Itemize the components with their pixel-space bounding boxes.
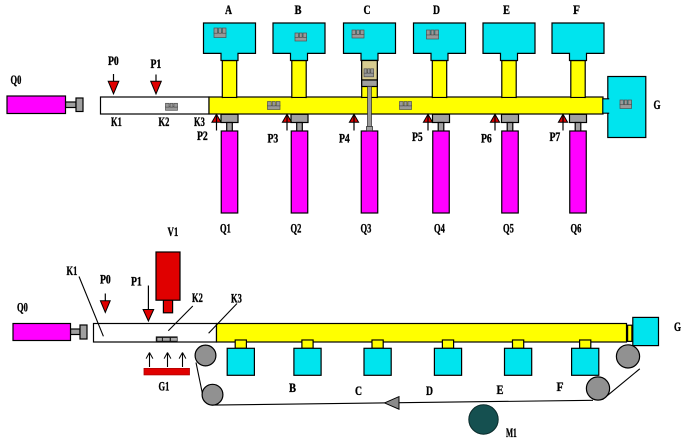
svg-text:Q0: Q0 (17, 300, 28, 315)
svg-text:K2: K2 (192, 290, 203, 305)
svg-text:P0: P0 (100, 272, 111, 287)
svg-text:Q1: Q1 (220, 221, 231, 236)
svg-text:B: B (289, 380, 296, 395)
svg-text:F: F (573, 2, 580, 17)
svg-text:E: E (497, 382, 504, 397)
svg-text:P1: P1 (131, 274, 142, 289)
svg-text:Q4: Q4 (434, 221, 445, 236)
svg-text:Q6: Q6 (571, 221, 582, 236)
svg-text:B: B (295, 2, 302, 17)
svg-text:G1: G1 (159, 379, 170, 394)
svg-text:D: D (426, 383, 433, 398)
svg-text:K3: K3 (194, 114, 205, 129)
svg-text:K1: K1 (67, 263, 78, 278)
svg-text:K1: K1 (111, 114, 122, 129)
svg-text:V1: V1 (168, 224, 179, 239)
svg-text:P4: P4 (339, 131, 350, 146)
svg-text:P1: P1 (151, 56, 162, 71)
svg-text:C: C (355, 383, 362, 398)
svg-text:G: G (654, 97, 661, 112)
svg-text:G: G (674, 319, 681, 334)
svg-text:E: E (503, 2, 510, 17)
svg-text:M1: M1 (506, 425, 517, 440)
svg-text:K2: K2 (159, 114, 170, 129)
svg-text:P5: P5 (412, 129, 423, 144)
svg-text:Q3: Q3 (361, 221, 372, 236)
svg-text:F: F (557, 379, 564, 394)
svg-text:C: C (364, 2, 371, 17)
svg-text:Q0: Q0 (11, 72, 22, 87)
svg-text:Q5: Q5 (503, 221, 514, 236)
svg-text:P7: P7 (550, 129, 561, 144)
svg-text:K3: K3 (231, 291, 242, 306)
svg-text:P3: P3 (268, 131, 279, 146)
svg-text:A: A (225, 2, 232, 17)
svg-text:P0: P0 (108, 53, 119, 68)
svg-text:D: D (433, 2, 440, 17)
svg-text:P6: P6 (481, 131, 492, 146)
svg-text:Q2: Q2 (291, 221, 302, 236)
svg-text:P2: P2 (197, 128, 208, 143)
